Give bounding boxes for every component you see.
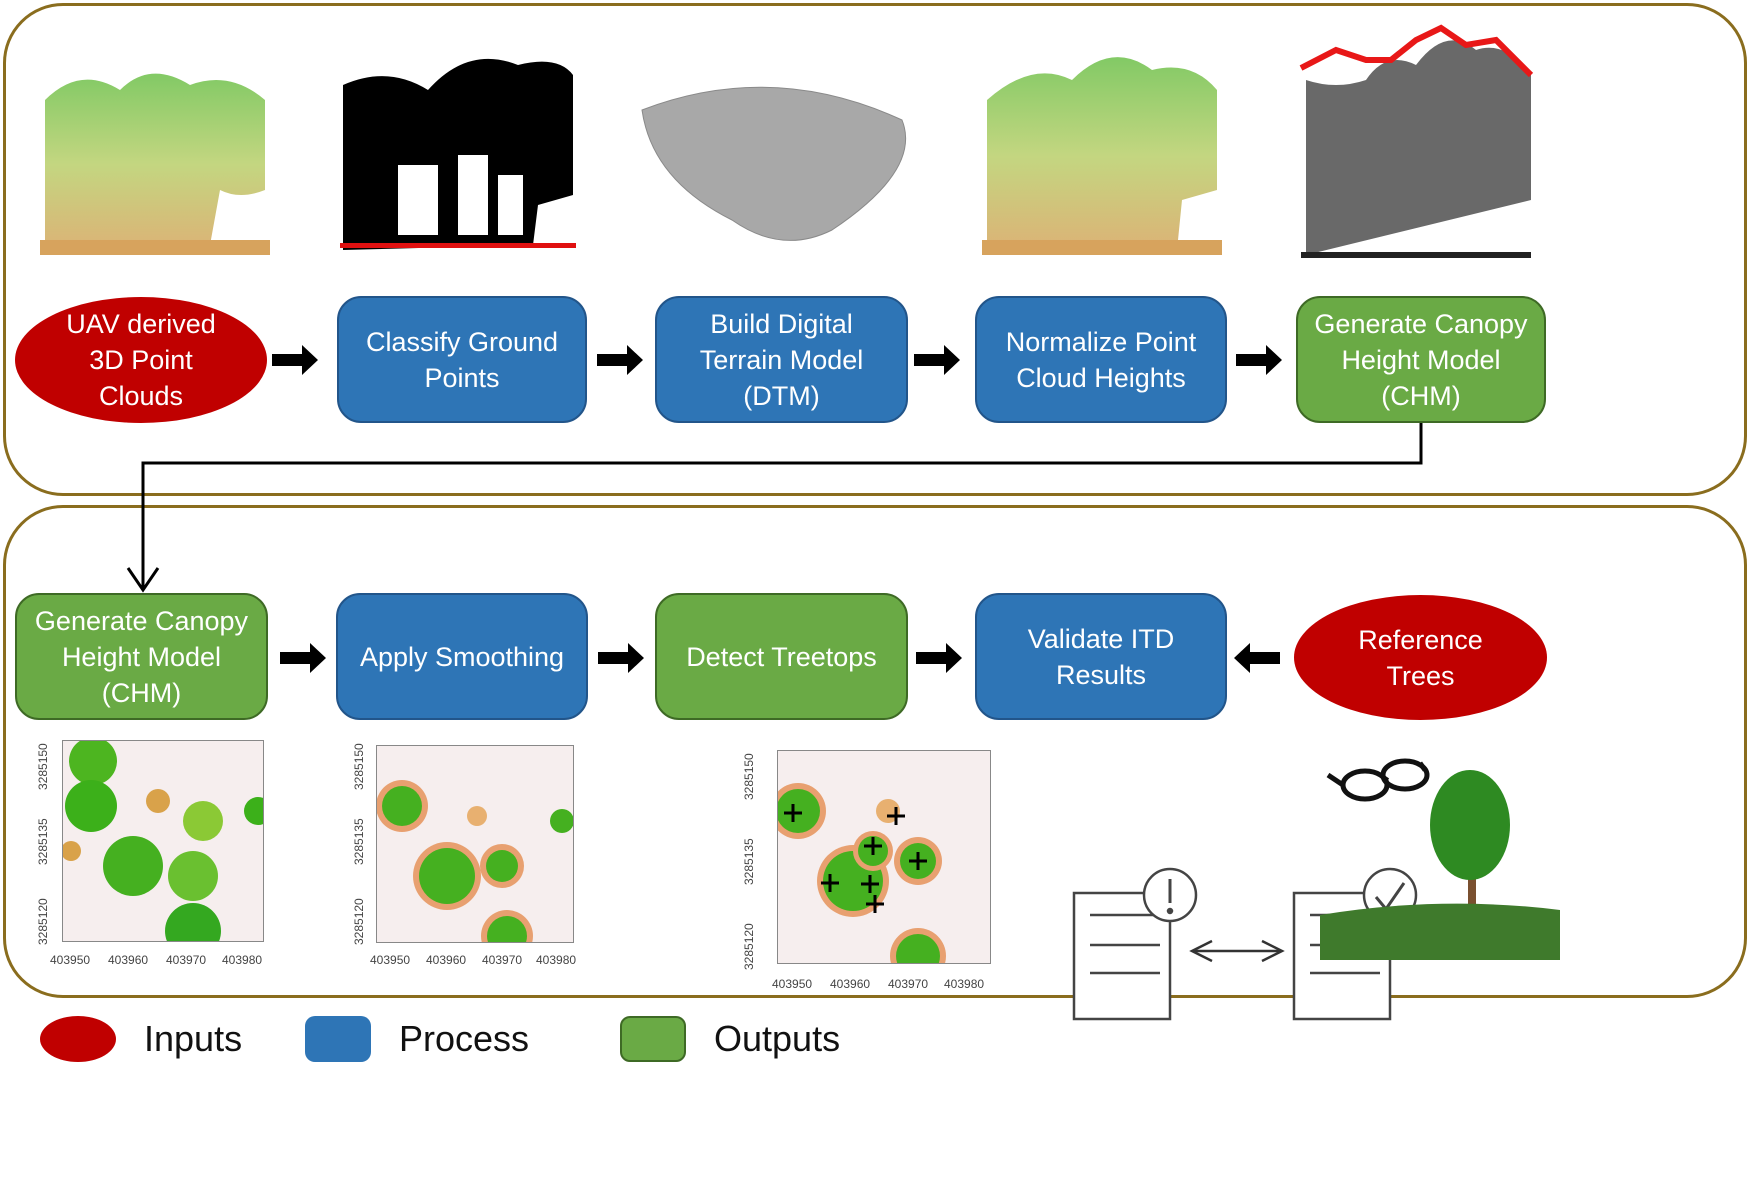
alert-document-icon bbox=[1072, 867, 1198, 1021]
apply-smoothing-process[interactable]: Apply Smoothing bbox=[336, 593, 588, 720]
legend-rect-swatch bbox=[305, 1016, 371, 1062]
x-tick: 403980 bbox=[536, 953, 577, 967]
x-tick: 403960 bbox=[426, 953, 467, 967]
treetop-marker bbox=[784, 804, 802, 822]
legend-label: Process bbox=[399, 1018, 530, 1059]
y-tick: 3285135 bbox=[742, 838, 756, 885]
canopy-height-profile-image bbox=[1299, 24, 1534, 258]
x-tick: 403950 bbox=[50, 953, 91, 967]
x-tick: 403960 bbox=[830, 977, 871, 991]
x-tick: 403980 bbox=[944, 977, 985, 991]
legend-outputs: Outputs bbox=[620, 1016, 840, 1062]
treetops-raster-plot: 403950 403960 403970 403980 3285120 3285… bbox=[732, 735, 991, 995]
validate-itd-process[interactable]: Validate ITD Results bbox=[975, 593, 1227, 720]
treetop-marker bbox=[887, 807, 905, 825]
arrow-right-icon bbox=[914, 345, 960, 375]
classify-ground-points-process[interactable]: Classify Ground Points bbox=[337, 296, 587, 423]
arrow-right-icon bbox=[916, 643, 962, 673]
y-tick: 3285120 bbox=[352, 898, 366, 945]
validation-documents-icon bbox=[1072, 867, 1418, 1021]
terrain-model-image bbox=[641, 86, 907, 241]
y-tick: 3285135 bbox=[36, 818, 50, 865]
normalized-point-cloud-image bbox=[982, 57, 1222, 256]
x-tick: 403970 bbox=[482, 953, 523, 967]
legend-ellipse-swatch bbox=[40, 1016, 116, 1062]
glasses-icon bbox=[1326, 758, 1430, 802]
generate-chm-output[interactable]: Generate Canopy Height Model (CHM) bbox=[1296, 296, 1546, 423]
treetop-marker bbox=[866, 895, 884, 913]
x-tick: 403970 bbox=[166, 953, 207, 967]
build-dtm-process[interactable]: Build Digital Terrain Model (DTM) bbox=[655, 296, 908, 423]
arrow-right-icon bbox=[1236, 345, 1282, 375]
treetop-marker bbox=[909, 852, 927, 870]
point-cloud-colored-image bbox=[40, 73, 270, 255]
treetop-marker bbox=[864, 837, 882, 855]
treetop-marker bbox=[861, 875, 879, 893]
x-tick: 403950 bbox=[370, 953, 411, 967]
y-tick: 3285120 bbox=[742, 923, 756, 970]
legend-rect-swatch bbox=[620, 1016, 686, 1062]
legend-process: Process bbox=[305, 1016, 529, 1062]
legend-label: Outputs bbox=[714, 1018, 841, 1059]
legend-label: Inputs bbox=[144, 1018, 243, 1059]
treetop-marker bbox=[821, 874, 839, 892]
x-tick: 403980 bbox=[222, 953, 263, 967]
smoothed-chm-raster-plot: 403950 403960 403970 403980 3285120 3285… bbox=[348, 735, 588, 995]
arrow-right-icon bbox=[280, 643, 326, 673]
arrow-right-icon bbox=[272, 345, 318, 375]
x-tick: 403950 bbox=[772, 977, 813, 991]
reference-trees-input[interactable]: Reference Trees bbox=[1294, 595, 1547, 720]
chm-raster-plot: 403950 403960 403970 403980 3285120 3285… bbox=[30, 735, 272, 995]
arrow-left-icon bbox=[1234, 643, 1280, 673]
x-tick: 403960 bbox=[108, 953, 149, 967]
uav-point-clouds-input[interactable]: UAV derived 3D Point Clouds bbox=[15, 297, 267, 423]
connector-arrow bbox=[126, 423, 1423, 593]
top-panel bbox=[3, 3, 1747, 496]
bottom-panel bbox=[3, 505, 1747, 998]
y-tick: 3285150 bbox=[36, 743, 50, 790]
y-tick: 3285150 bbox=[352, 743, 366, 790]
generate-chm-output-2[interactable]: Generate Canopy Height Model (CHM) bbox=[15, 593, 268, 720]
reference-tree-image bbox=[1320, 758, 1560, 960]
normalize-heights-process[interactable]: Normalize Point Cloud Heights bbox=[975, 296, 1227, 423]
ground-classified-point-cloud-image bbox=[340, 58, 576, 250]
detect-treetops-output[interactable]: Detect Treetops bbox=[655, 593, 908, 720]
y-tick: 3285135 bbox=[352, 818, 366, 865]
y-tick: 3285150 bbox=[742, 753, 756, 800]
y-tick: 3285120 bbox=[36, 898, 50, 945]
arrow-right-icon bbox=[597, 345, 643, 375]
arrow-right-icon bbox=[598, 643, 644, 673]
double-arrow-icon bbox=[1189, 939, 1285, 963]
legend-inputs: Inputs bbox=[40, 1016, 242, 1062]
x-tick: 403970 bbox=[888, 977, 929, 991]
